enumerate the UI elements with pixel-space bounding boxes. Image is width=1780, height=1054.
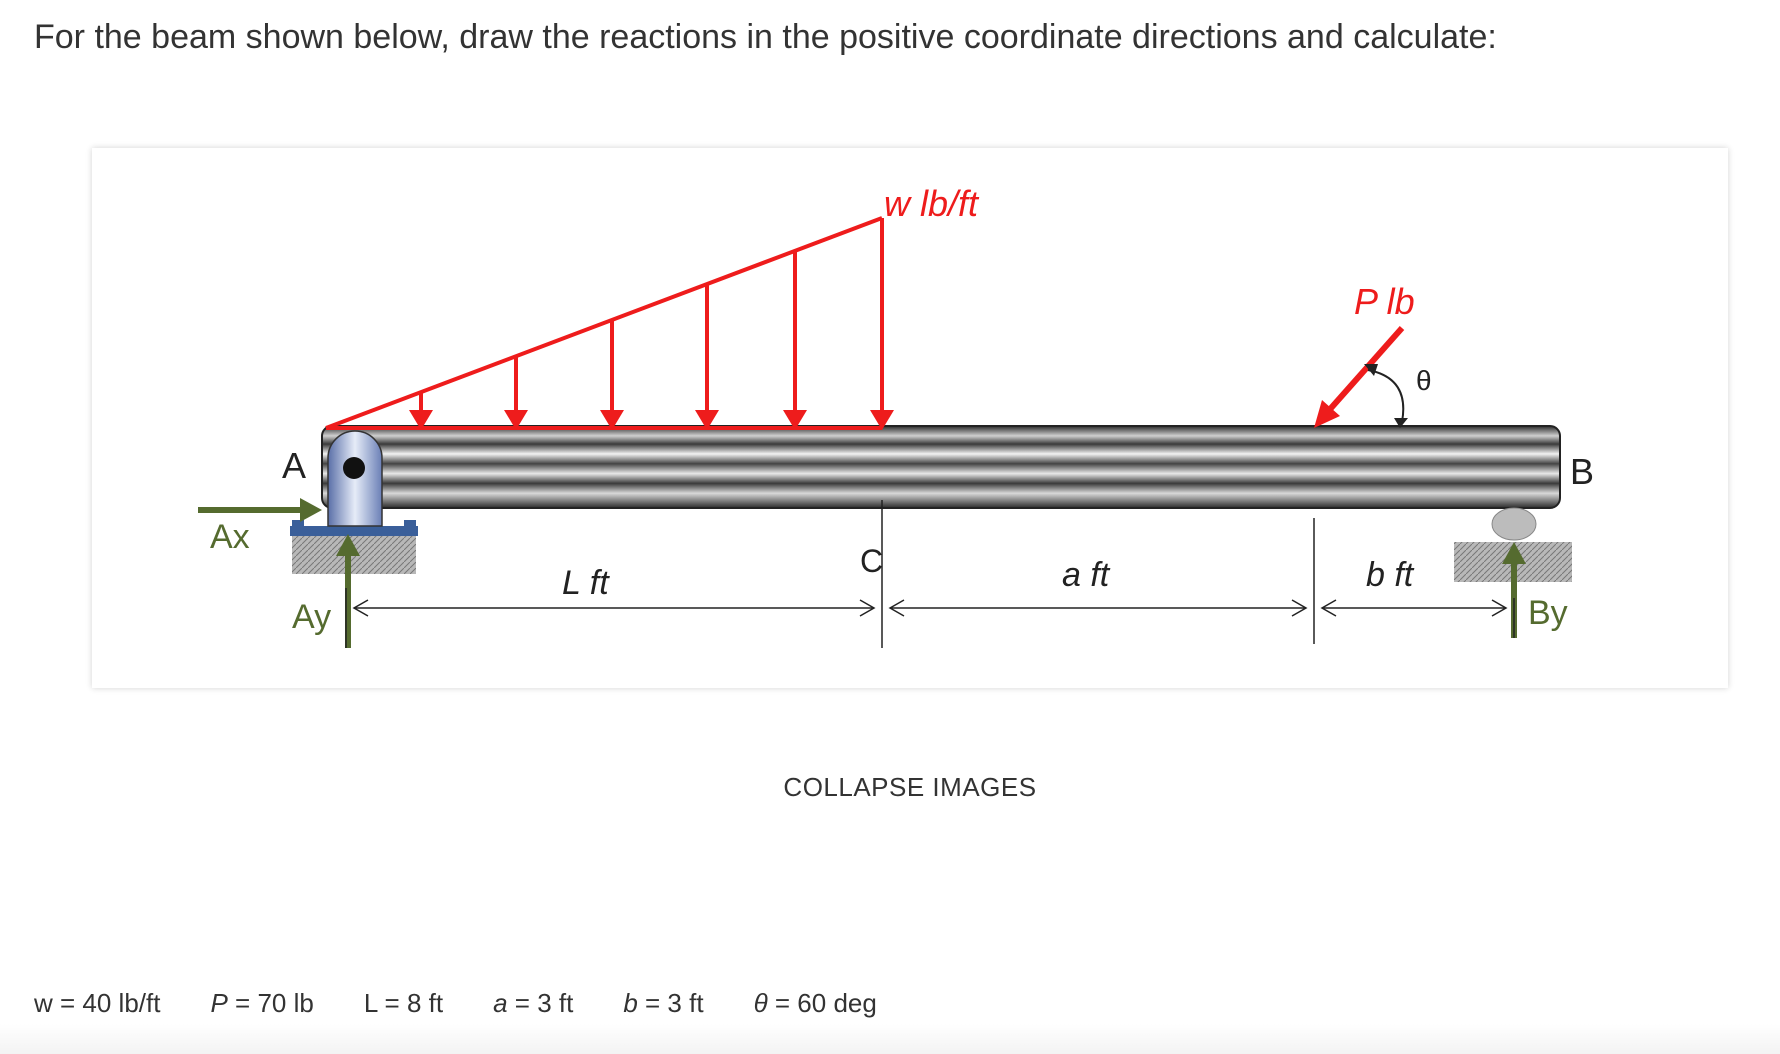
point-c-label: C (860, 543, 883, 579)
dimension-lines (345, 500, 1515, 648)
reaction-ay-label: Ay (292, 598, 331, 636)
beam (321, 425, 1561, 509)
force-p-arrowhead (1314, 400, 1340, 428)
angle-arc (1367, 369, 1405, 423)
param-b: b = 3 ft (623, 988, 704, 1018)
param-a: a = 3 ft (493, 988, 574, 1018)
dim-a-label: a ft (1062, 556, 1111, 594)
collapse-images-button[interactable]: COLLAPSE IMAGES (783, 772, 1037, 802)
page-footer (0, 1024, 1780, 1054)
load-label: w lb/ft (884, 183, 980, 224)
dim-l-label: L ft (562, 564, 610, 602)
reaction-ax-label: Ax (210, 518, 250, 556)
pin-support-a (290, 430, 418, 574)
reaction-by-label: By (1528, 594, 1568, 632)
param-w: w = 40 lb/ft (34, 988, 161, 1018)
problem-prompt: For the beam shown below, draw the react… (34, 18, 1497, 56)
dim-b-label: b ft (1366, 556, 1415, 594)
force-p-arrow (1321, 326, 1405, 418)
angle-label: θ (1416, 365, 1432, 396)
distributed-load (325, 216, 884, 430)
point-a-label: A (282, 445, 306, 486)
load-arrowheads (409, 410, 894, 430)
parameter-list: w = 40 lb/ft P = 70 lb L = 8 ft a = 3 ft… (34, 988, 877, 1019)
beam-diagram-card: w lb/ft P lb θ A B Ax (92, 148, 1728, 688)
beam-diagram: w lb/ft P lb θ A B Ax (198, 183, 1594, 648)
force-label: P lb (1354, 281, 1415, 322)
point-b-label: B (1570, 451, 1594, 492)
param-p: P = 70 lb (210, 988, 314, 1018)
param-l: L = 8 ft (363, 988, 444, 1018)
param-theta: θ = 60 deg (753, 988, 877, 1018)
